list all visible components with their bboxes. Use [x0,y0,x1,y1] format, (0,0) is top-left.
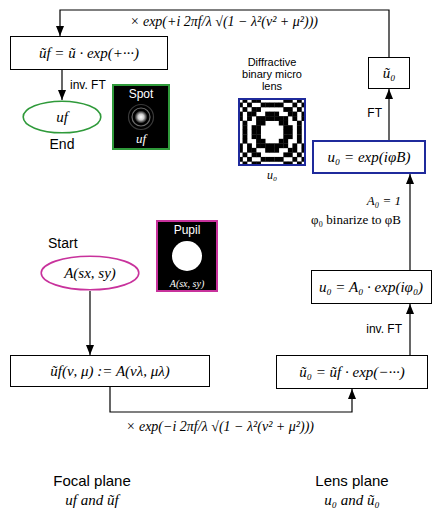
edge-label: × exp(−i 2πf/λ √(1 − λ²(ν² + μ²))) [124,419,316,435]
parameter-note: A₀ = 1 [366,193,402,209]
formula-text: ũf(ν, μ) := A(νλ, μλ) [50,363,170,380]
formula-box: ũ₀ [368,57,410,89]
pupil-image: PupilA(sx, sy) [156,220,218,292]
edge-label: × exp(+i 2πf/λ √(1 − λ²(ν² + μ²))) [128,14,320,30]
formula-text: ũf = ũ · exp(+···) [39,45,139,62]
flow-arrow [409,304,410,355]
state-label: End [22,136,102,152]
plane-name: Focal plane [52,472,132,489]
parameter-note: φ₀ binarize to φB [310,212,402,228]
edge-label: inv. FT [364,322,404,336]
binary-lens-pattern [238,98,306,166]
edge-label: inv. FT [68,78,108,92]
edge-label: FT [365,106,384,120]
flow-arrow [89,291,90,355]
formula-text: ũ₀ [383,65,396,82]
flow-arrow [388,89,389,140]
image-title: Spot [114,87,168,101]
formula-text: u₀ = A₀ · exp(iφ₀) [319,279,423,296]
ellipse-text: A(sx, sy) [64,265,116,282]
ellipse-shape [23,101,101,133]
spot-image: Spot uf [112,84,170,150]
formula-text: ũ₀ = ũf · exp(−···) [299,364,404,381]
figure-label: u₀ [234,168,310,183]
start-ellipse: StartA(sx, sy) [40,255,140,291]
lens-pattern-figure: Diffractive binary micro lens u₀ [234,56,310,186]
end-ellipse: ufEnd [22,100,102,134]
flow-arrow [61,70,62,100]
ellipse-text: uf [56,109,68,126]
formula-box: ũ₀ = ũf · exp(−···) [276,355,428,389]
image-label: A(sx, sy) [158,278,216,289]
formula-box: ũf = ũ · exp(+···) [10,36,168,70]
plane-name: Lens plane [314,472,389,489]
formula-box: u₀ = exp(iφB) [312,140,426,174]
ellipse-shape [41,256,139,290]
formula-text: u₀ = exp(iφB) [328,149,411,166]
flow-arrow [409,174,410,270]
formula-box: ũf(ν, μ) := A(νλ, μλ) [10,355,210,387]
image-title: Pupil [158,223,216,237]
image-label: uf [114,131,168,147]
flow-arrow [110,387,352,412]
plane-variables: uf and ũf [64,492,119,509]
figure-heading: Diffractive binary micro lens [234,56,310,92]
plane-variables: u₀ and ũ₀ [323,492,380,509]
state-label: Start [48,235,78,251]
formula-box: u₀ = A₀ · exp(iφ₀) [311,270,432,304]
